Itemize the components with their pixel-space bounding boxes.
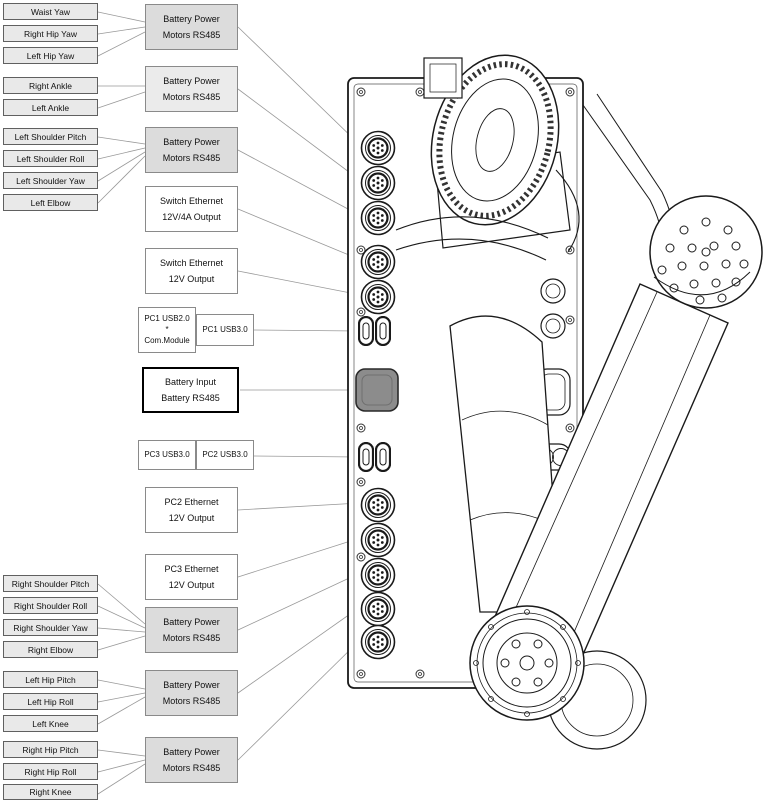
- connector-round: [360, 624, 396, 660]
- leader-lines-panel: [237, 26, 362, 761]
- box-line: PC1 USB3.0: [202, 325, 248, 334]
- joint-label-right-ankle: Right Ankle: [3, 77, 98, 94]
- box-line: Battery Input: [164, 376, 217, 387]
- box-line: PC1 USB2.0: [144, 314, 190, 323]
- box-line: Battery Power: [163, 616, 220, 627]
- connector-usb: [358, 316, 374, 346]
- joint-label-right-hip-roll: Right Hip Roll: [3, 763, 98, 780]
- joint-label-left-shoulder-roll: Left Shoulder Roll: [3, 150, 98, 167]
- connector-box-pc3-usb3: PC3 USB3.0: [138, 440, 196, 470]
- joint-label-right-shoulder-roll: Right Shoulder Roll: [3, 597, 98, 614]
- box-line: Battery Power: [163, 136, 220, 147]
- connector-usb: [375, 316, 391, 346]
- box-line: Com.Module: [144, 336, 190, 345]
- connector-round: [360, 130, 396, 166]
- connector-box-pc3-ethernet: PC3 Ethernet 12V Output: [145, 554, 238, 600]
- connector-box-pc1-usb2: PC1 USB2.0 * Com.Module: [138, 307, 196, 353]
- joint-label-right-hip-yaw: Right Hip Yaw: [3, 25, 98, 42]
- dome-hand: [649, 195, 763, 309]
- box-line: PC3 Ethernet: [164, 563, 219, 574]
- box-line: Battery Power: [163, 13, 220, 24]
- box-line: Switch Ethernet: [159, 195, 224, 206]
- box-line: Motors RS485: [162, 29, 221, 40]
- joint-label-waist-yaw: Waist Yaw: [3, 3, 98, 20]
- box-line: 12V Output: [168, 512, 215, 523]
- shoulder-bracket: [395, 169, 580, 261]
- joint-label-right-elbow: Right Elbow: [3, 641, 98, 658]
- joint-label-right-hip-pitch: Right Hip Pitch: [3, 741, 98, 758]
- connector-box-pc2-usb3: PC2 USB3.0: [196, 440, 254, 470]
- box-line: Motors RS485: [162, 152, 221, 163]
- box-line: Battery Power: [163, 75, 220, 86]
- joint-label-left-hip-pitch: Left Hip Pitch: [3, 671, 98, 688]
- connector-box-pc1-usb3: PC1 USB3.0: [196, 314, 254, 346]
- connector-usb: [375, 442, 391, 472]
- joint-label-left-hip-yaw: Left Hip Yaw: [3, 47, 98, 64]
- waist-actuator: [423, 54, 571, 249]
- box-line: Motors RS485: [162, 91, 221, 102]
- connector-round: [360, 591, 396, 627]
- connector-round: [360, 244, 396, 280]
- connector-round: [360, 557, 396, 593]
- box-line: PC2 Ethernet: [164, 496, 219, 507]
- joint-label-right-shoulder-pitch: Right Shoulder Pitch: [3, 575, 98, 592]
- elbow-joint-disc: [469, 605, 585, 721]
- joint-label-left-shoulder-pitch: Left Shoulder Pitch: [3, 128, 98, 145]
- joint-label-left-hip-roll: Left Hip Roll: [3, 693, 98, 710]
- connector-round: [360, 522, 396, 558]
- connector-usb: [358, 442, 374, 472]
- box-line: *: [165, 325, 169, 334]
- box-line: 12V Output: [168, 273, 215, 284]
- connector-round: [360, 165, 396, 201]
- box-line: Switch Ethernet: [159, 257, 224, 268]
- box-line: PC2 USB3.0: [202, 450, 248, 459]
- connector-battery-input: [355, 368, 399, 412]
- box-line: Battery RS485: [161, 392, 220, 403]
- box-line: Battery Power: [163, 746, 220, 757]
- box-line: PC3 USB3.0: [144, 450, 190, 459]
- joint-label-left-shoulder-yaw: Left Shoulder Yaw: [3, 172, 98, 189]
- joint-label-left-ankle: Left Ankle: [3, 99, 98, 116]
- box-line: Motors RS485: [162, 762, 221, 773]
- joint-label-left-elbow: Left Elbow: [3, 194, 98, 211]
- connector-round: [360, 279, 396, 315]
- connector-round: [360, 200, 396, 236]
- connector-box-switch-ethernet-12v4a: Switch Ethernet 12V/4A Output: [145, 186, 238, 232]
- connector-round: [360, 487, 396, 523]
- box-line: Motors RS485: [162, 632, 221, 643]
- connector-box-switch-ethernet-12v: Switch Ethernet 12V Output: [145, 248, 238, 294]
- box-line: 12V Output: [168, 579, 215, 590]
- box-line: Motors RS485: [162, 695, 221, 706]
- box-line: Battery Power: [163, 679, 220, 690]
- leader-lines-joints: [97, 11, 146, 795]
- panel-connectors: [355, 130, 399, 660]
- joint-label-left-knee: Left Knee: [3, 715, 98, 732]
- connector-box-pc2-ethernet: PC2 Ethernet 12V Output: [145, 487, 238, 533]
- joint-label-right-knee: Right Knee: [3, 784, 98, 800]
- joint-label-right-shoulder-yaw: Right Shoulder Yaw: [3, 619, 98, 636]
- box-line: 12V/4A Output: [162, 211, 221, 222]
